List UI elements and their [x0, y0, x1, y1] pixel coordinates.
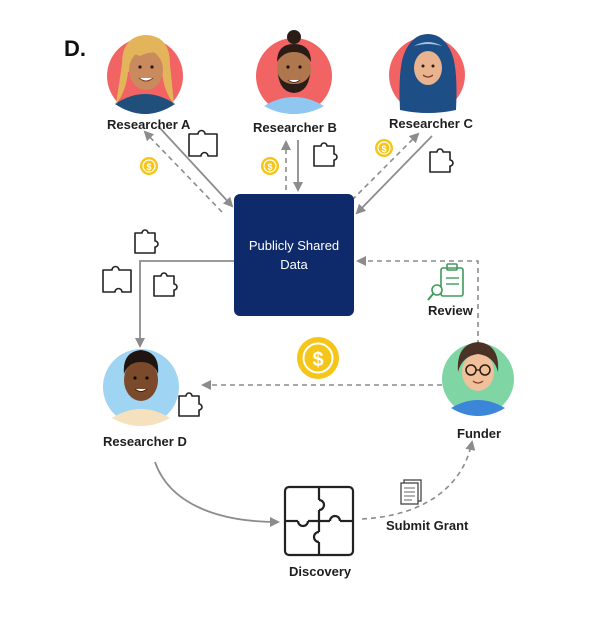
coin-icon-a — [139, 156, 159, 176]
arrow-data-to-a-dashed — [143, 130, 223, 213]
avatar-researcher-d — [103, 349, 179, 426]
avatar-researcher-b — [256, 30, 332, 114]
coin-icon-c — [374, 138, 394, 158]
puzzle-complete-icon — [283, 485, 355, 557]
arrow-c-to-data — [355, 135, 433, 215]
avatar-funder — [442, 342, 514, 416]
discovery-label: Discovery — [289, 564, 352, 579]
avatar-researcher-a — [107, 35, 183, 114]
funder-label: Funder — [457, 426, 502, 441]
puzzle-piece-icon-d2 — [102, 265, 132, 293]
review-label: Review — [428, 303, 473, 318]
researcher-a-label: Researcher A — [107, 117, 191, 132]
clipboard-review-icon — [427, 263, 464, 301]
puzzle-piece-icon-c — [429, 148, 454, 173]
center-label: Publicly Shared Data — [248, 238, 340, 272]
document-icon — [400, 479, 422, 505]
arrow-d-to-discovery — [154, 461, 280, 527]
panel-label: D. — [64, 36, 86, 61]
coin-icon-b — [260, 156, 280, 176]
publicly-shared-data-box: Publicly Shared Data — [234, 194, 354, 316]
puzzle-piece-icon-b — [313, 142, 338, 167]
puzzle-piece-icon-a — [188, 129, 218, 157]
arrow-data-to-d — [135, 260, 234, 348]
researcher-b-label: Researcher B — [253, 120, 337, 135]
svg-text:$: $ — [312, 349, 323, 371]
researcher-c-label: Researcher C — [389, 116, 473, 131]
arrow-data-to-c-dashed — [351, 132, 420, 201]
arrow-funder-to-data-dashed — [356, 256, 479, 345]
arrow-a-to-data — [157, 125, 234, 208]
puzzle-piece-icon-d3 — [153, 272, 178, 297]
puzzle-piece-icon-d4 — [178, 392, 203, 417]
arrow-discovery-to-funder-dashed — [361, 440, 476, 520]
submit-grant-label: Submit Grant — [386, 518, 469, 533]
researcher-d-label: Researcher D — [103, 434, 187, 449]
avatar-researcher-c — [389, 34, 465, 113]
coin-icon-large: $ — [297, 337, 339, 379]
puzzle-piece-icon-d1 — [134, 229, 159, 254]
